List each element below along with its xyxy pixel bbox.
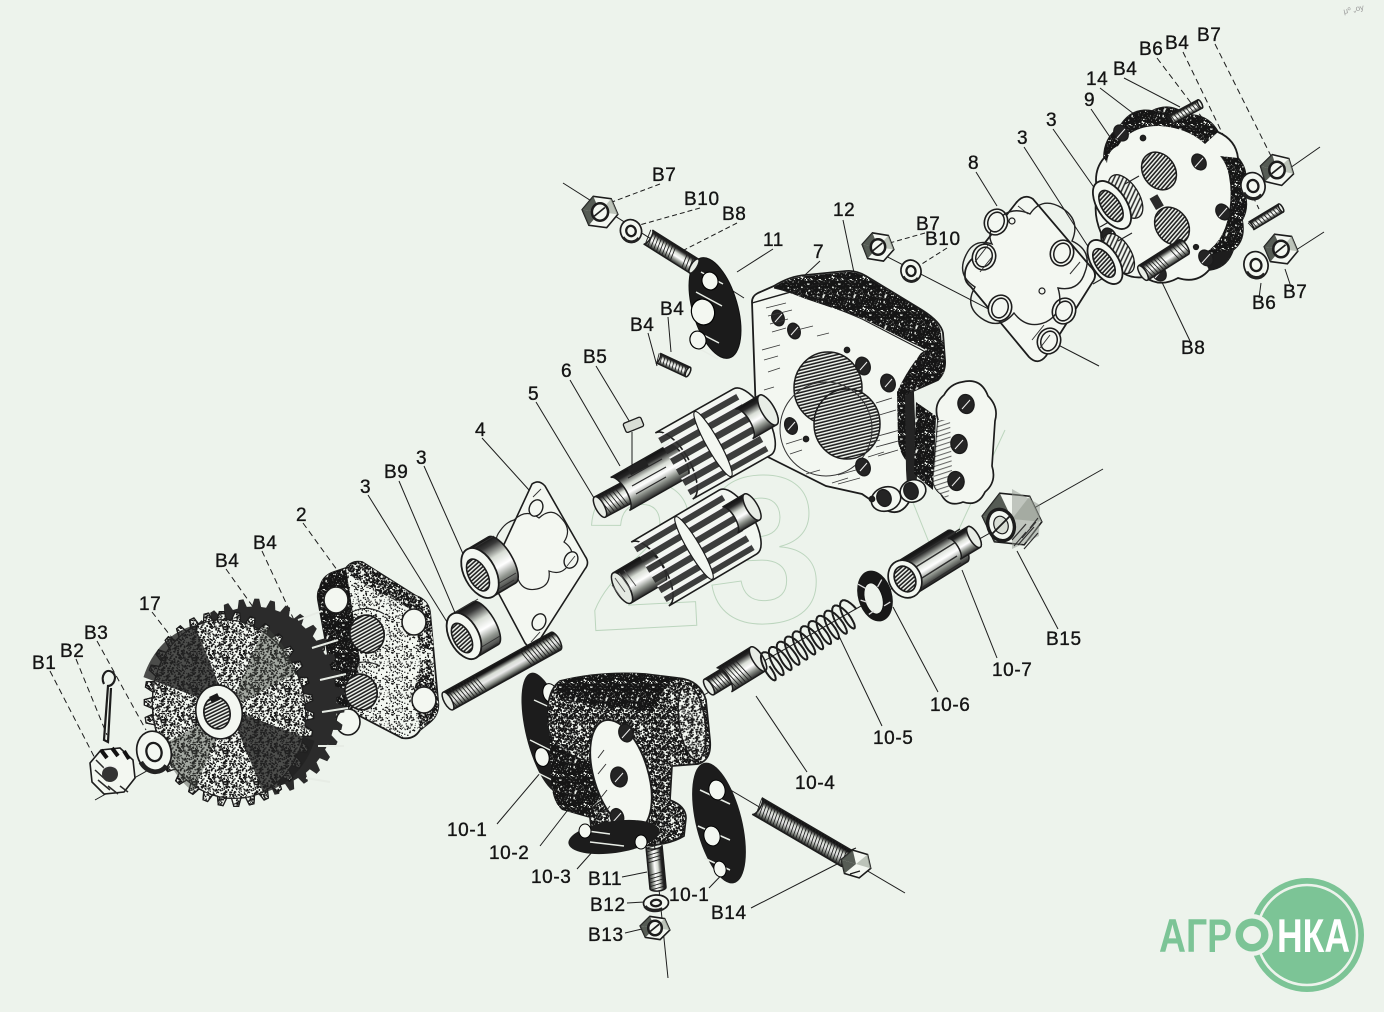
- svg-text:10-6: 10-6: [930, 695, 970, 716]
- svg-text:B10: B10: [925, 229, 961, 250]
- svg-text:3: 3: [1017, 128, 1028, 149]
- svg-text:B8: B8: [722, 204, 746, 225]
- svg-text:B5: B5: [583, 347, 607, 368]
- svg-text:B9: B9: [384, 462, 408, 483]
- svg-text:НКА: НКА: [1277, 909, 1350, 962]
- svg-text:2: 2: [296, 505, 307, 526]
- svg-text:АГР: АГР: [1159, 909, 1232, 962]
- svg-text:10-3: 10-3: [531, 867, 571, 888]
- svg-text:B13: B13: [588, 925, 624, 946]
- svg-text:10-1: 10-1: [669, 885, 709, 906]
- svg-text:10-4: 10-4: [795, 773, 835, 794]
- svg-text:3: 3: [360, 477, 371, 498]
- svg-text:7: 7: [813, 242, 824, 263]
- svg-text:8: 8: [968, 153, 979, 174]
- svg-text:10-7: 10-7: [992, 660, 1032, 681]
- svg-text:14: 14: [1086, 69, 1108, 90]
- svg-text:12: 12: [833, 200, 855, 221]
- svg-text:μº „оу: μº „оу: [1343, 3, 1365, 16]
- svg-text:B10: B10: [684, 189, 720, 210]
- svg-text:B4: B4: [660, 299, 684, 320]
- svg-text:B15: B15: [1046, 629, 1082, 650]
- svg-text:B4: B4: [630, 315, 654, 336]
- svg-text:B6: B6: [1139, 39, 1163, 60]
- svg-text:B7: B7: [1197, 25, 1221, 46]
- svg-text:9: 9: [1084, 90, 1095, 111]
- svg-text:B4: B4: [1113, 59, 1137, 80]
- svg-text:B7: B7: [916, 214, 940, 235]
- svg-text:B1: B1: [32, 653, 56, 674]
- svg-text:10-2: 10-2: [489, 843, 529, 864]
- svg-text:B7: B7: [652, 165, 676, 186]
- svg-text:B4: B4: [253, 533, 277, 554]
- svg-text:6: 6: [561, 361, 572, 382]
- svg-text:5: 5: [528, 384, 539, 405]
- svg-text:B4: B4: [215, 551, 239, 572]
- svg-text:10-1: 10-1: [447, 820, 487, 841]
- svg-text:3: 3: [1046, 110, 1057, 131]
- svg-text:10-5: 10-5: [873, 728, 913, 749]
- svg-text:4: 4: [475, 420, 486, 441]
- svg-text:B4: B4: [1165, 33, 1189, 54]
- svg-text:B14: B14: [711, 903, 747, 924]
- svg-text:3: 3: [416, 448, 427, 469]
- svg-text:B12: B12: [590, 895, 626, 916]
- svg-text:B11: B11: [588, 869, 622, 890]
- svg-text:11: 11: [763, 230, 784, 251]
- svg-text:B8: B8: [1181, 338, 1205, 359]
- svg-text:B6: B6: [1252, 293, 1276, 314]
- svg-text:B3: B3: [84, 623, 108, 644]
- svg-text:17: 17: [139, 594, 161, 615]
- svg-text:B2: B2: [60, 641, 84, 662]
- svg-text:B7: B7: [1283, 282, 1307, 303]
